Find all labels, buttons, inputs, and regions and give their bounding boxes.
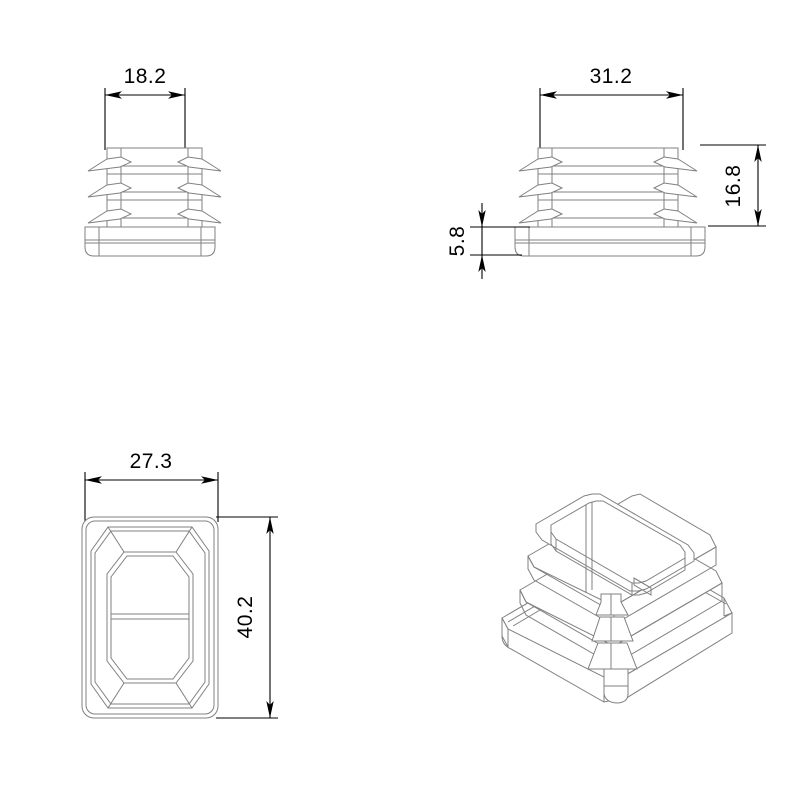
dimension-label-40-2: 40.2 [234, 596, 257, 639]
fins-right-wide [652, 156, 698, 224]
dimension-label-16-8: 16.8 [722, 165, 745, 208]
view-front-narrow: 18.2 [84, 65, 222, 257]
cap-body-front-narrow [84, 147, 222, 257]
dimension-label-18-2: 18.2 [124, 65, 167, 88]
dimension-label-5-8: 5.8 [446, 226, 469, 257]
view-isometric [501, 493, 733, 704]
dimension-5-8: 5.8 [446, 203, 530, 279]
dimension-40-2: 40.2 [216, 516, 278, 719]
plan-center-rib [111, 613, 189, 620]
dimension-31-2: 31.2 [539, 65, 684, 150]
fins-right [176, 156, 222, 224]
dimension-label-31-2: 31.2 [590, 65, 633, 88]
fins-left [87, 156, 133, 224]
cap-body-front-wide [514, 147, 706, 257]
view-plan-top: 27.3 40.2 [81, 450, 278, 719]
fins-left-wide [518, 156, 564, 224]
flange-front-narrow [84, 226, 216, 257]
iso-tier-1-top [535, 493, 695, 596]
iso-front-fins [587, 593, 638, 670]
plan-octagon-inner [106, 551, 194, 684]
flange-front-wide [514, 226, 706, 257]
dimension-16-8: 16.8 [700, 144, 766, 227]
plan-corner-chamfers [107, 526, 193, 709]
iso-foot-round [603, 668, 629, 704]
dimension-27-3: 27.3 [84, 450, 219, 522]
dimension-label-27-3: 27.3 [130, 450, 173, 473]
view-front-wide: 31.2 [446, 65, 766, 279]
dimension-18-2: 18.2 [104, 65, 186, 150]
